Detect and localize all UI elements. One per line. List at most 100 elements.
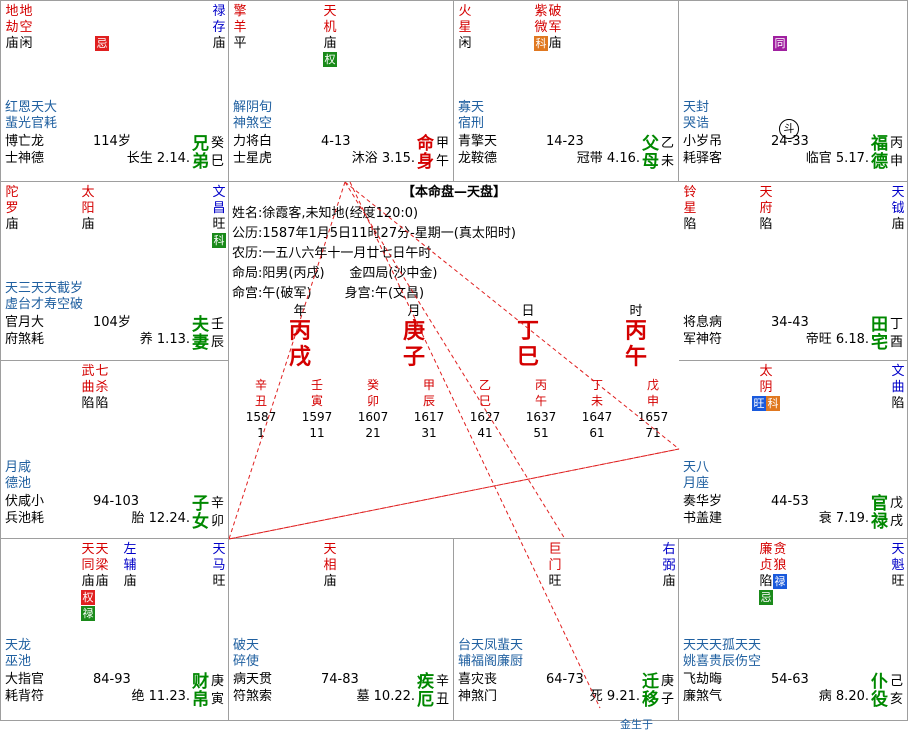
- major-star[interactable]: 地劫庙: [5, 4, 19, 52]
- palace-name[interactable]: 子女: [192, 495, 210, 531]
- dayun-gan: 壬: [310, 378, 323, 392]
- pillar-label: 月: [407, 304, 421, 319]
- palace-name[interactable]: 财帛: [192, 673, 210, 709]
- star-char: 同: [81, 558, 95, 573]
- main-star[interactable]: 廉贞陷忌: [759, 542, 773, 606]
- main-star[interactable]: 天梁庙: [95, 542, 109, 590]
- palace-name[interactable]: 疾厄: [417, 673, 435, 709]
- star-char: 天: [891, 542, 905, 557]
- palace-name-char: 迁: [642, 672, 659, 692]
- palace-name[interactable]: 福德: [871, 135, 889, 171]
- star-char: 天: [323, 542, 337, 557]
- palace-name-char: 财: [192, 672, 209, 692]
- star-brightness: 庙: [891, 217, 905, 232]
- badge-text: 权: [323, 52, 337, 67]
- major-star[interactable]: 地空闲: [19, 4, 33, 52]
- dayun-gan: 丙: [534, 378, 547, 392]
- minor-star-line: 月座: [683, 476, 710, 491]
- star-brightness: 闲: [458, 36, 472, 51]
- palace-name-char: 夫: [192, 315, 209, 335]
- palace-name[interactable]: 仆役: [871, 673, 889, 709]
- dayun-age: 21: [365, 426, 381, 440]
- palace-name[interactable]: 兄弟: [192, 135, 210, 171]
- main-star[interactable]: 巨门旺: [548, 542, 562, 590]
- palace-name[interactable]: 官禄: [871, 495, 889, 531]
- main-star[interactable]: 七杀陷: [95, 364, 109, 412]
- star-brightness: 庙: [123, 574, 137, 589]
- life-stage: 长生 2.14.: [126, 151, 190, 166]
- palace-name-char: 德: [871, 152, 888, 172]
- main-star[interactable]: 武曲陷: [81, 364, 95, 412]
- main-star[interactable]: 左辅庙: [123, 542, 137, 590]
- main-star[interactable]: 天马旺: [212, 542, 226, 590]
- star-char: 辅: [123, 558, 137, 573]
- main-star[interactable]: 破军庙: [548, 4, 562, 52]
- main-star[interactable]: 文曲陷: [891, 364, 905, 412]
- star-char: 七: [95, 364, 109, 379]
- star-brightness: 庙: [81, 217, 95, 232]
- life-stage: 衰 7.19.: [818, 511, 869, 526]
- palace-name[interactable]: 父母: [642, 135, 660, 171]
- gan-char: 辛: [436, 674, 450, 689]
- dayun-year: 1637: [525, 410, 557, 424]
- main-star[interactable]: 天府陷: [759, 185, 773, 233]
- palace-name[interactable]: 命身: [417, 135, 435, 171]
- main-star[interactable]: 天钺庙: [891, 185, 905, 233]
- main-star[interactable]: 右弼庙: [662, 542, 676, 590]
- main-star[interactable]: 天同庙权禄: [81, 542, 95, 622]
- badge-text: 旺: [752, 396, 766, 411]
- star-char: 太: [759, 364, 773, 379]
- main-star[interactable]: 太阳庙: [81, 185, 95, 233]
- major-star[interactable]: 陀罗庙: [5, 185, 19, 233]
- life-stage: 死 9.21.: [589, 689, 640, 704]
- main-star[interactable]: 禄存庙: [212, 4, 226, 52]
- main-star[interactable]: 天机庙权: [323, 4, 337, 68]
- god-line-2: 士神德: [5, 151, 45, 166]
- star-char: 阳: [81, 201, 95, 216]
- god-line-1: 飞劫晦: [683, 672, 723, 687]
- star-group: 地劫庙地空闲忌禄存庙: [5, 4, 226, 64]
- zhi-char: 辰: [211, 335, 225, 350]
- major-star[interactable]: 擎羊平: [233, 4, 247, 52]
- star-group: 火星闲 紫微科破军庙: [458, 4, 676, 64]
- palace-name-char: 帛: [192, 690, 209, 710]
- main-star[interactable]: 紫微科: [534, 4, 548, 52]
- badge-text: 忌: [759, 590, 773, 605]
- god-line-1: 青擎天: [458, 134, 498, 149]
- star-brightness: 闲: [19, 36, 33, 51]
- palace-name[interactable]: 夫妻: [192, 316, 210, 352]
- major-star[interactable]: 铃星陷: [683, 185, 697, 233]
- badge-text: 科: [534, 36, 548, 51]
- star-char: 阴: [759, 380, 773, 395]
- palace-ganzhi: 庚寅: [211, 673, 225, 709]
- minor-star-line: 天封: [683, 100, 710, 115]
- main-star[interactable]: 天相庙: [323, 542, 337, 590]
- star-brightness: 旺: [891, 574, 905, 589]
- main-star[interactable]: 天魁旺: [891, 542, 905, 590]
- zhi-char: 子: [661, 692, 675, 707]
- major-star[interactable]: 火星闲: [458, 4, 472, 52]
- minor-stars: 天天天孤天天姚喜贵辰伤空: [683, 638, 823, 670]
- gan-char: 戊: [890, 496, 904, 511]
- palace-name[interactable]: 田宅: [871, 316, 889, 352]
- main-star[interactable]: 贪狼禄: [773, 542, 787, 590]
- palace-ganzhi: 乙未: [661, 135, 675, 171]
- minor-stars: 寡天宿刑: [458, 100, 598, 132]
- main-star[interactable]: 文昌旺科: [212, 185, 226, 249]
- palace-ganzhi: 甲午: [436, 135, 450, 171]
- palace-name[interactable]: 迁移: [642, 673, 660, 709]
- main-star[interactable]: 太阴旺科: [752, 364, 780, 412]
